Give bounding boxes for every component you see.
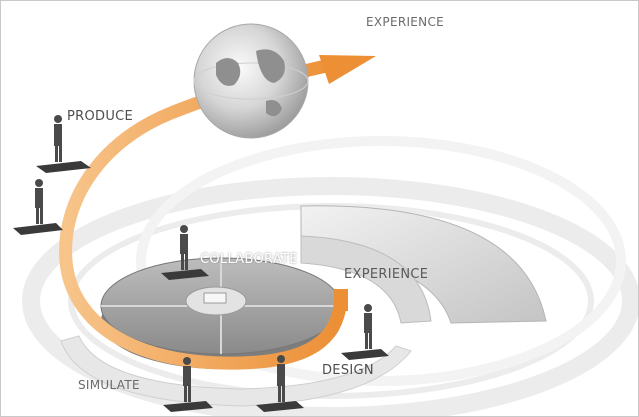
- label-collaborate: COLLABORATE: [200, 252, 298, 267]
- lower-platform-ring: [60, 335, 412, 407]
- person-bottom-icon: [256, 355, 304, 412]
- label-produce: PRODUCE: [67, 109, 134, 124]
- label-design: DESIGN: [322, 363, 374, 378]
- person-design-icon: [341, 304, 389, 360]
- person-collaborate-icon: [161, 225, 209, 280]
- orange-tab: [334, 289, 348, 311]
- orange-arrow-head: [319, 55, 376, 84]
- globe-icon: [193, 23, 309, 139]
- person-simulate-icon: [163, 357, 213, 412]
- person-produce-icon: [36, 115, 91, 173]
- inner-ring-arc: [300, 235, 432, 324]
- person-left-icon: [13, 179, 63, 235]
- label-simulate: SIMULATE: [78, 378, 140, 392]
- label-experience-top: EXPERIENCE: [366, 15, 445, 29]
- label-experience-ring: EXPERIENCE: [344, 267, 429, 282]
